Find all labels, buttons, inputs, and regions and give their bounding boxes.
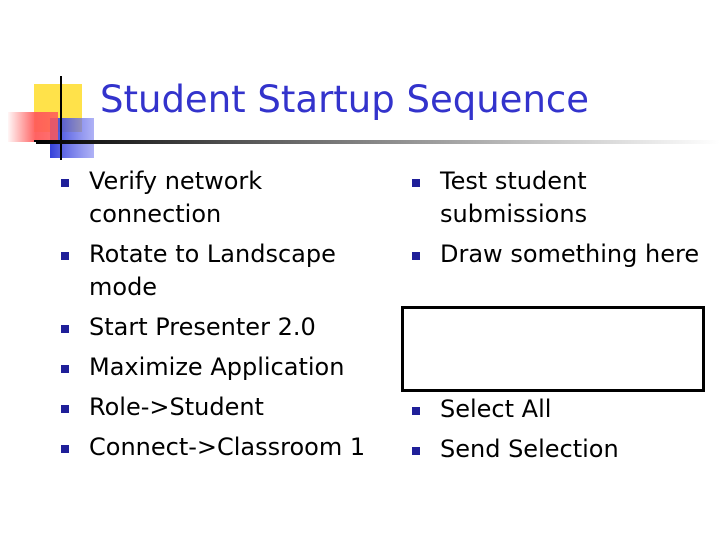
list-item: Maximize Application [61, 351, 391, 384]
bullet-text: Start Presenter 2.0 [89, 313, 316, 341]
decorative-squares-logo [8, 76, 110, 160]
list-item: Draw something here [412, 238, 712, 271]
bullet-text: Connect->Classroom 1 [89, 433, 366, 461]
square-bullet-icon [61, 405, 69, 413]
list-item: Select All [412, 393, 712, 426]
list-item: Rotate to Landscape mode [61, 238, 391, 304]
bullet-text: Test student submissions [440, 167, 588, 228]
list-item: Test student submissions [412, 165, 712, 231]
square-bullet-icon [412, 252, 420, 260]
logo-red-square [8, 112, 58, 142]
square-bullet-icon [61, 252, 69, 260]
drawing-area-box[interactable] [401, 306, 705, 392]
slide-title: Student Startup Sequence [100, 78, 590, 121]
bullet-text: Draw something here [440, 240, 700, 268]
bullet-text: Rotate to Landscape mode [89, 240, 336, 301]
square-bullet-icon [61, 325, 69, 333]
square-bullet-icon [412, 447, 420, 455]
list-item: Verify network connection [61, 165, 391, 231]
list-item: Send Selection [412, 433, 712, 466]
square-bullet-icon [412, 179, 420, 187]
bullet-text: Role->Student [89, 393, 264, 421]
list-item: Connect->Classroom 1 [61, 431, 391, 464]
square-bullet-icon [61, 365, 69, 373]
square-bullet-icon [412, 407, 420, 415]
title-underline [36, 140, 720, 144]
bullet-text: Maximize Application [89, 353, 345, 381]
bullet-text: Select All [440, 395, 552, 423]
square-bullet-icon [61, 445, 69, 453]
bullet-text: Send Selection [440, 435, 619, 463]
square-bullet-icon [61, 179, 69, 187]
right-bullet-list-bottom: Select All Send Selection [412, 393, 712, 473]
bullet-text: Verify network connection [89, 167, 263, 228]
right-bullet-list-top: Test student submissions Draw something … [412, 165, 712, 278]
list-item: Role->Student [61, 391, 391, 424]
list-item: Start Presenter 2.0 [61, 311, 391, 344]
left-bullet-list: Verify network connection Rotate to Land… [61, 165, 391, 471]
